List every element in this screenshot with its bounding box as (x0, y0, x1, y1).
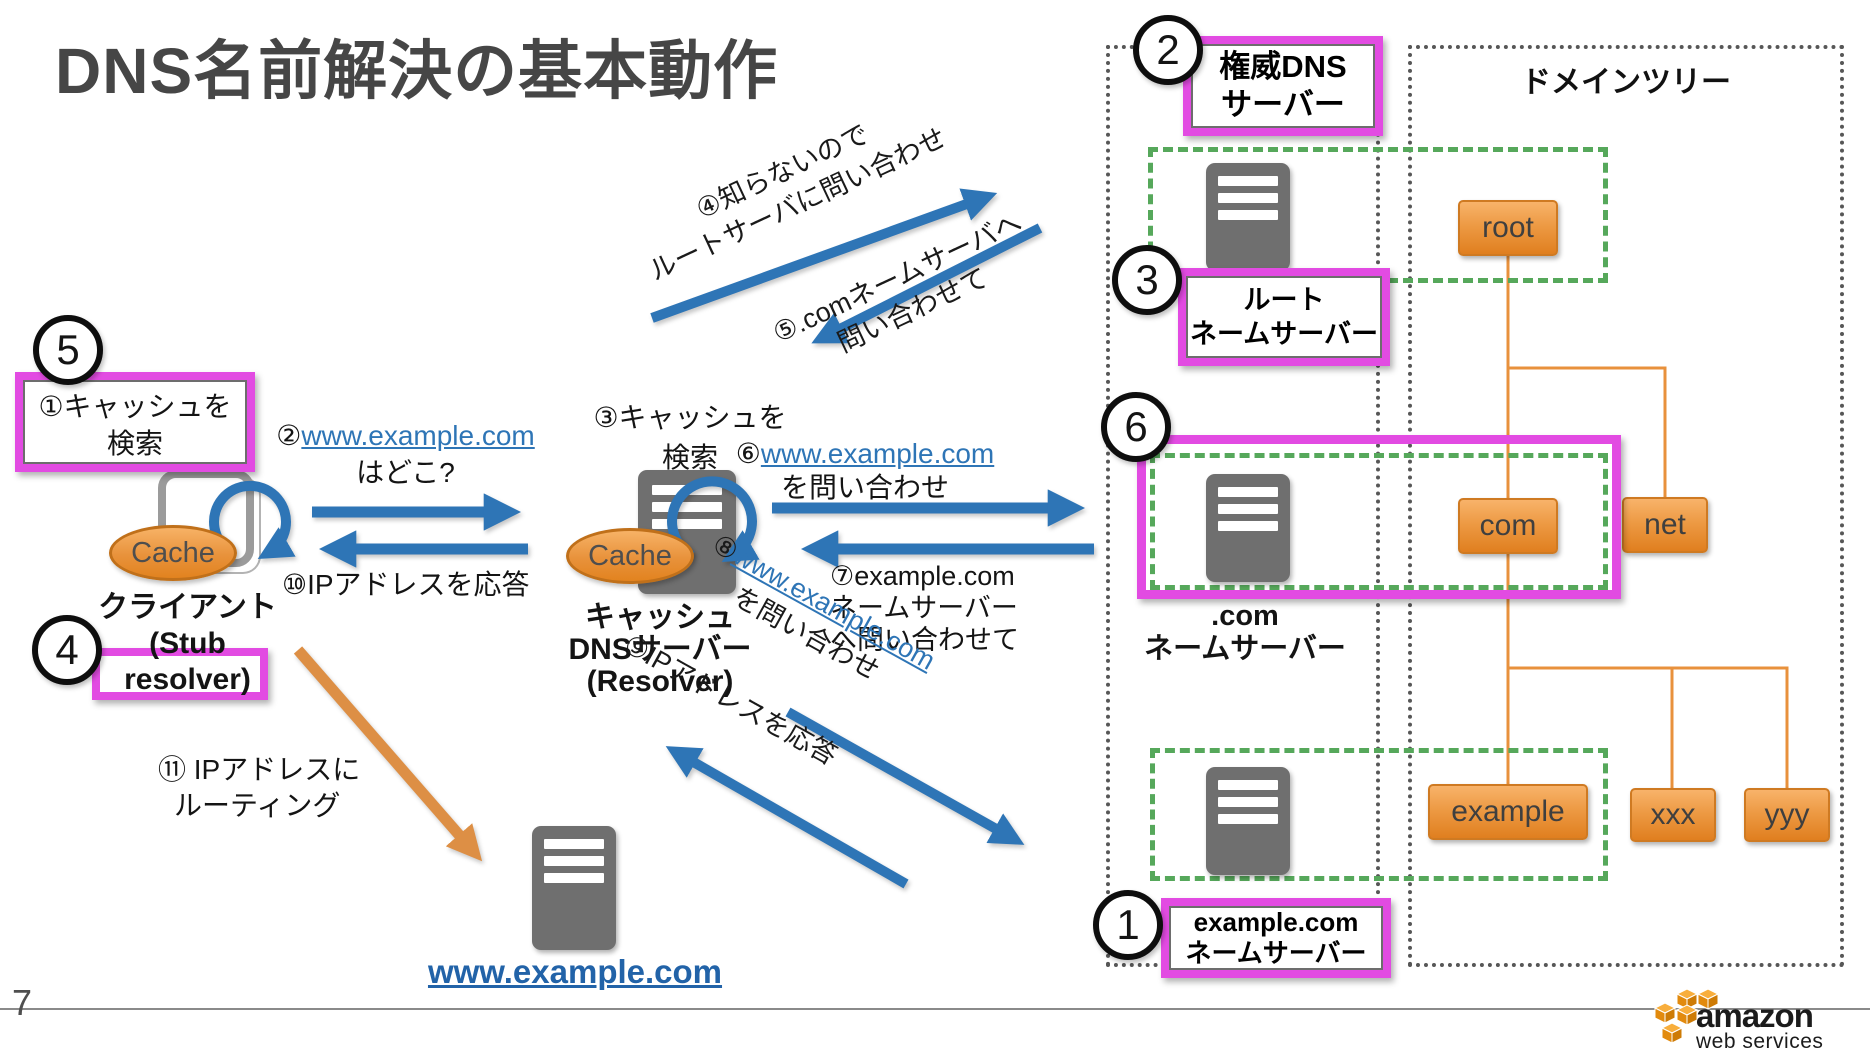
domain-tree-title: ドメインツリー (1521, 66, 1731, 99)
resolver-name-label: キャッシュ DNSサーバー (Resolver) (550, 602, 770, 698)
step-1-line1: ①キャッシュを (38, 391, 232, 422)
example-ns-server-icon (1206, 767, 1290, 875)
step-3-label: ③キャッシュを 検索 (585, 398, 795, 478)
client-cache-label: Cache (131, 536, 215, 569)
step-10-label: ⑩IPアドレスを応答 (282, 569, 530, 600)
badge-5: 5 (33, 315, 103, 385)
step-11-line1: ⑪ IPアドレスに (158, 754, 361, 785)
step-3-line1: ③キャッシュを (593, 402, 787, 433)
footer-divider (0, 1008, 1870, 1010)
tree-node-xxx: xxx (1630, 788, 1716, 842)
client-name-line1: クライアント (98, 591, 277, 624)
resolver-cache-label: Cache (588, 539, 672, 572)
com-ns-label-line2: ネームサーバー (1144, 633, 1346, 665)
step-6-prefix: ⑥ (735, 438, 761, 469)
badge-1: 1 (1093, 890, 1163, 960)
step-7-line3: へ問い合わせて (830, 625, 1019, 655)
resolver-name-line1: キャッシュ (585, 601, 735, 634)
step-7-line1: ⑦example.com (830, 561, 1015, 591)
step-7-line2: ネームサーバー (830, 593, 1018, 623)
example-ns-label-line2: ネームサーバー (1185, 938, 1367, 968)
auth-header-line1: 権威DNS (1219, 49, 1347, 84)
step-6-line2: を問い合わせ (780, 472, 949, 503)
aws-logo-line1: amazon (1696, 997, 1814, 1034)
step-3-line2: 検索 (661, 442, 718, 473)
step-1-label: ①キャッシュを 検索 (23, 388, 247, 462)
badge-3: 3 (1112, 245, 1182, 315)
step-11-line2: ルーティング (174, 790, 341, 821)
step-2-line2: はどこ? (356, 457, 455, 488)
client-name-line3: resolver) (124, 663, 251, 696)
com-ns-label: .com ネームサーバー (1130, 600, 1360, 666)
step-2-label: ②www.example.com はどこ? (258, 417, 553, 491)
root-ns-label-line2: ネームサーバー (1190, 319, 1378, 349)
badge-6: 6 (1101, 392, 1171, 462)
domain-tree-container (1408, 45, 1844, 967)
step-1-line2: 検索 (106, 428, 163, 459)
magenta-highlight-root-ns: ルート ネームサーバー (1178, 268, 1390, 366)
com-ns-server-icon (1206, 474, 1290, 582)
tree-node-root: root (1458, 200, 1558, 256)
magenta-highlight-auth-header: 権威DNS サーバー (1183, 36, 1383, 136)
client-name-label: クライアント (Stub resolver) (90, 590, 285, 698)
root-ns-server-icon (1206, 163, 1290, 271)
resolver-name-line2: DNSサーバー (568, 633, 752, 666)
magenta-highlight-resolver (92, 648, 268, 700)
client-name-line2: (Stub (149, 627, 226, 660)
page-title: DNS名前解決の基本動作 (55, 35, 779, 107)
aws-logo-text: amazon web services (1696, 997, 1824, 1054)
aws-logo: amazon web services (1648, 988, 1860, 1054)
tree-node-example: example (1428, 784, 1588, 840)
aws-logo-line2: web services (1696, 1030, 1824, 1053)
page-number: 7 (12, 982, 33, 1023)
aws-cubes-icon (1653, 988, 1720, 1044)
step-6-label: ⑥www.example.com を問い合わせ (735, 437, 995, 505)
com-ns-label-line1: .com (1211, 600, 1279, 632)
example-ns-label-line1: example.com (1193, 907, 1359, 937)
resolver-name-line3: (Resolver) (586, 665, 734, 698)
step-6-link[interactable]: www.example.com (760, 438, 995, 469)
step-2-link[interactable]: www.example.com (301, 420, 535, 451)
www-server-icon (532, 826, 616, 950)
step-11-label: ⑪ IPアドレスに ルーティング (158, 752, 403, 824)
tree-node-net: net (1622, 497, 1708, 553)
tree-node-yyy: yyy (1744, 788, 1830, 842)
magenta-highlight-step1 (15, 372, 255, 472)
www-server-label-wrap: www.example.com (390, 953, 760, 991)
magenta-highlight-com-zone (1137, 435, 1621, 599)
badge-4: 4 (32, 615, 102, 685)
badge-2: 2 (1133, 15, 1203, 85)
www-server-label[interactable]: www.example.com (427, 953, 723, 990)
client-cache-badge: Cache (109, 525, 237, 581)
root-ns-label-line1: ルート (1243, 285, 1325, 315)
magenta-highlight-example-ns: example.com ネームサーバー (1161, 898, 1391, 978)
step-7-label: ⑦example.com ネームサーバー へ問い合わせて (830, 560, 1070, 656)
example-zone-dashed-box (1150, 748, 1608, 881)
auth-header-line2: サーバー (1221, 87, 1345, 122)
step-2-prefix: ② (276, 420, 302, 451)
